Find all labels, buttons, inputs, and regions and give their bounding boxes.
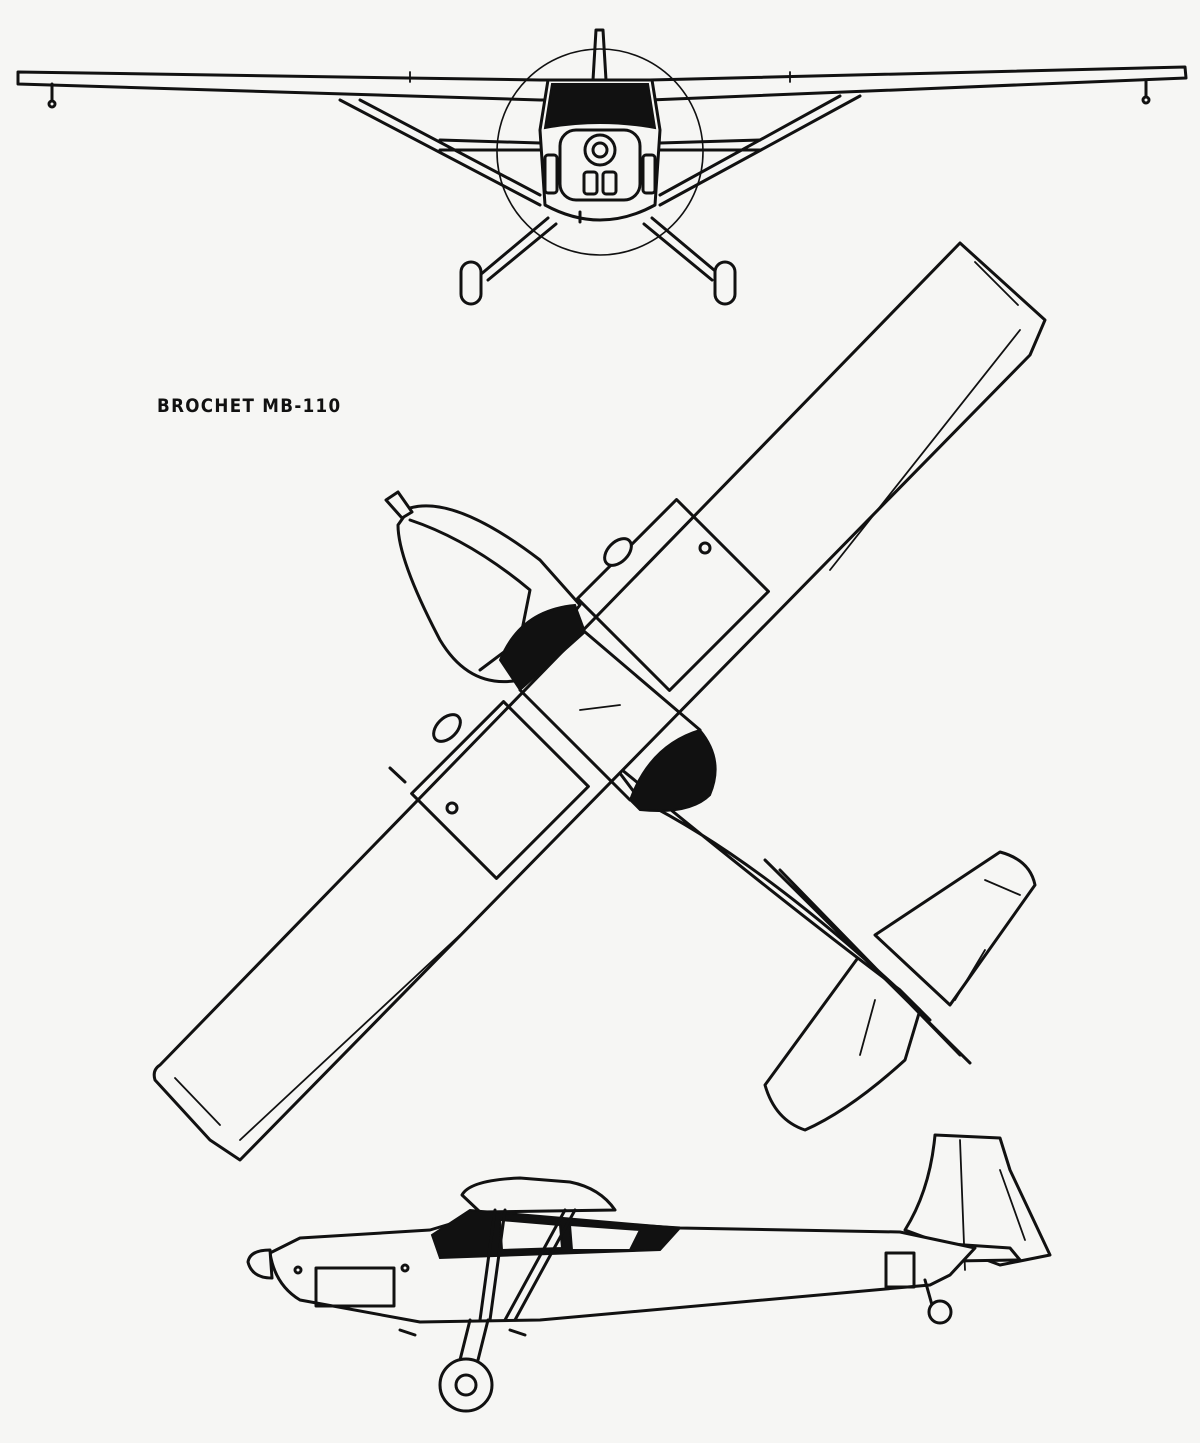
side-canopy [460, 1176, 617, 1214]
top-cockpit-glazing-forward [498, 603, 587, 692]
aircraft-title: BROCHET MB-110 [157, 395, 342, 417]
front-gear-left [478, 216, 558, 282]
top-rear-fuselage [608, 758, 932, 1022]
front-windshield [543, 83, 657, 130]
front-gear-right [642, 216, 722, 282]
side-main-gear [458, 1318, 490, 1362]
front-view [16, 28, 1188, 306]
front-strut-left [338, 98, 542, 207]
top-cockpit-glazing-aft [628, 728, 717, 812]
front-wheel-right [713, 260, 737, 306]
side-spinner [246, 1248, 274, 1280]
side-tail-wheel [927, 1299, 953, 1325]
top-spinner [384, 490, 414, 520]
tailplane [873, 850, 1037, 1007]
propeller-disc [496, 48, 704, 256]
side-strut [478, 1208, 577, 1322]
side-view [246, 1133, 1052, 1413]
front-fin [591, 28, 608, 82]
side-fin [903, 1133, 1052, 1267]
main-wing [152, 241, 1047, 1162]
top-view [152, 241, 1047, 1162]
front-wheel-left [459, 260, 483, 306]
